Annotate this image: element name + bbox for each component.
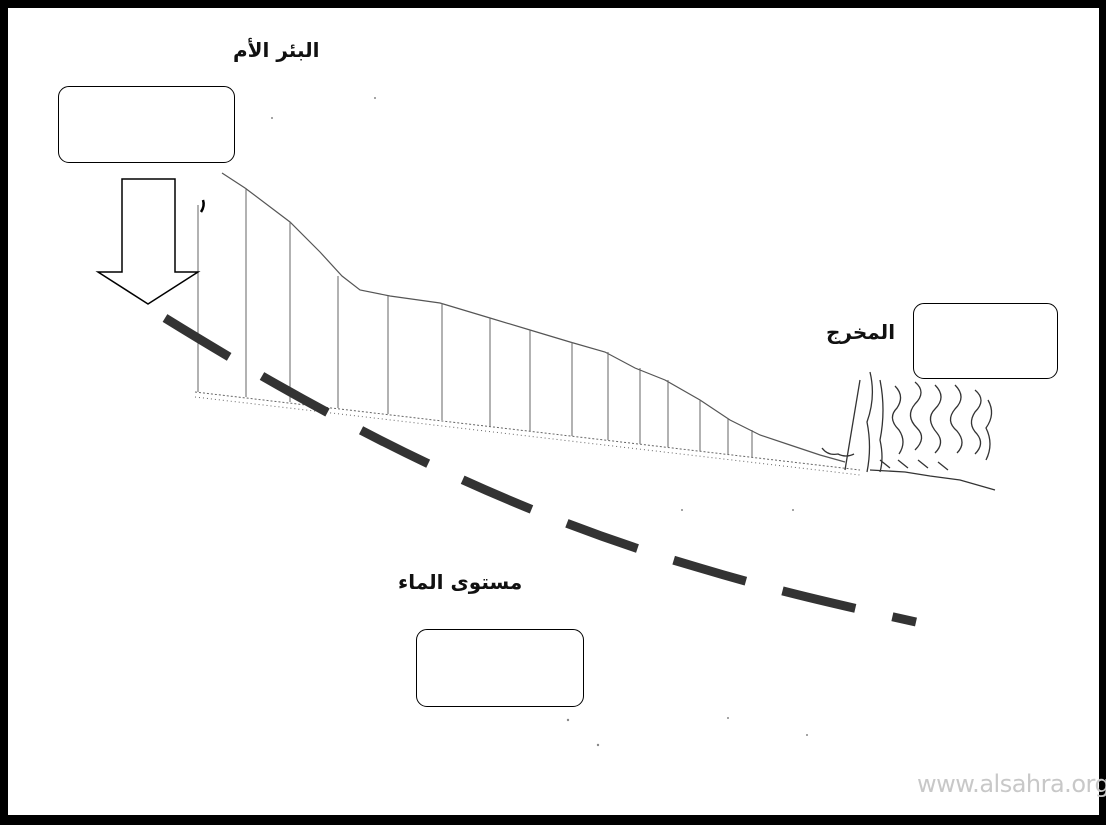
mother-well-answer-box[interactable]	[58, 86, 235, 163]
ink-mark	[199, 199, 205, 213]
scan-specks	[271, 97, 808, 747]
water-level-line	[162, 314, 917, 627]
tunnel-floor	[194, 391, 861, 476]
down-arrow-icon	[95, 178, 201, 305]
outlet-answer-box[interactable]	[913, 303, 1058, 379]
mother-well-label: البئر الأم	[233, 38, 320, 62]
ground-surface	[221, 172, 846, 463]
water-level-answer-box[interactable]	[416, 629, 584, 707]
water-level-label: مستوى الماء	[398, 570, 523, 594]
watermark: www.alsahra.org	[917, 770, 1106, 798]
well-shafts	[197, 188, 753, 457]
outlet-label: المخرج	[826, 320, 896, 344]
outlet-vegetation	[821, 371, 996, 491]
